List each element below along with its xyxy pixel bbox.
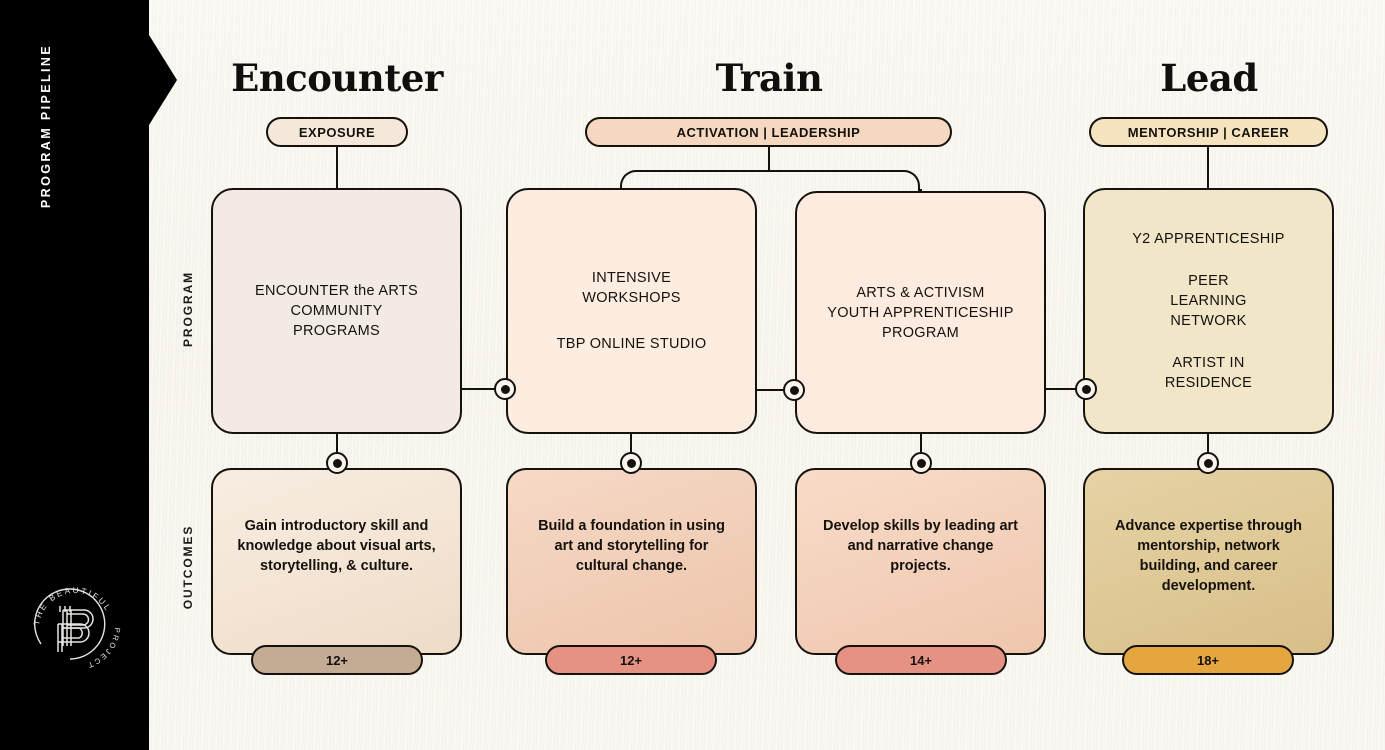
outcome-dot-1 — [326, 452, 348, 474]
program-line: Y2 APPRENTICESHIP — [1132, 231, 1285, 247]
svg-text:THE BEAUTIFUL: THE BEAUTIFUL — [32, 586, 113, 626]
outcome-dot-2 — [620, 452, 642, 474]
program-line: ARTS & ACTIVISM — [856, 284, 985, 301]
program-line: PEER — [1188, 273, 1229, 289]
age-badge-2[interactable]: 12+ — [545, 645, 717, 675]
column-title-encounter: Encounter — [231, 56, 443, 100]
program-card-arts-activism[interactable]: ARTS & ACTIVISM YOUTH APPRENTICESHIP PRO… — [795, 191, 1046, 434]
stage-pill-exposure[interactable]: EXPOSURE — [266, 117, 408, 147]
connector-dot-2 — [783, 379, 805, 401]
axis-label-outcomes: OUTCOMES — [181, 524, 195, 610]
connector-dot-3 — [1075, 378, 1097, 400]
rail-arrow-icon — [149, 35, 177, 125]
outcome-card-lead[interactable]: Advance expertise through mentorship, ne… — [1083, 468, 1334, 655]
program-line: WORKSHOPS — [582, 290, 681, 306]
program-line: RESIDENCE — [1164, 375, 1253, 391]
rail-title: PROGRAM PIPELINE — [39, 43, 53, 209]
program-card-y2-apprenticeship[interactable]: Y2 APPRENTICESHIP PEER LEARNING NETWORK … — [1083, 188, 1334, 434]
connector-card1-card2 — [462, 388, 508, 390]
age-badge-1[interactable]: 12+ — [251, 645, 423, 675]
axis-label-program: PROGRAM — [181, 271, 195, 347]
brand-logo: THE BEAUTIFUL PROJECT — [22, 572, 127, 677]
program-line: NETWORK — [1170, 313, 1247, 329]
outcome-dot-4 — [1197, 452, 1219, 474]
program-line: YOUTH APPRENTICESHIP — [827, 304, 1014, 321]
program-line: TBP ONLINE STUDIO — [556, 336, 707, 352]
stage-pill-mentorship[interactable]: MENTORSHIP | CAREER — [1089, 117, 1328, 147]
column-title-lead: Lead — [1160, 56, 1258, 100]
connector-activation-stem — [768, 147, 770, 172]
connector-mentorship-to-card — [1207, 147, 1209, 189]
outcome-card-workshops[interactable]: Build a foundation in using art and stor… — [506, 468, 757, 655]
stage-pill-activation[interactable]: ACTIVATION | LEADERSHIP — [585, 117, 952, 147]
column-title-train: Train — [715, 56, 823, 100]
program-line: PROGRAM — [881, 324, 960, 341]
outcome-dot-3 — [910, 452, 932, 474]
program-line: INTENSIVE — [591, 270, 672, 286]
connector-card2-card3 — [757, 389, 797, 391]
age-badge-3[interactable]: 14+ — [835, 645, 1007, 675]
age-badge-4[interactable]: 18+ — [1122, 645, 1294, 675]
program-card-encounter-arts[interactable]: ENCOUNTER the ARTS COMMUNITY PROGRAMS — [211, 188, 462, 434]
program-line: ARTIST IN — [1172, 355, 1245, 371]
connector-exposure-to-card — [336, 147, 338, 189]
program-line: ENCOUNTER the ARTS — [254, 283, 419, 299]
program-line: LEARNING — [1170, 293, 1247, 309]
connector-dot-1 — [494, 378, 516, 400]
outcome-card-encounter[interactable]: Gain introductory skill and knowledge ab… — [211, 468, 462, 655]
program-line: COMMUNITY — [290, 303, 383, 319]
program-card-intensive-workshops[interactable]: INTENSIVE WORKSHOPS TBP ONLINE STUDIO — [506, 188, 757, 434]
logo-mark-icon: THE BEAUTIFUL PROJECT — [32, 586, 120, 670]
connector-activation-bracket — [620, 170, 920, 196]
program-line: PROGRAMS — [293, 323, 380, 339]
connector-card3-card4 — [1046, 388, 1085, 390]
outcome-card-activism[interactable]: Develop skills by leading art and narrat… — [795, 468, 1046, 655]
